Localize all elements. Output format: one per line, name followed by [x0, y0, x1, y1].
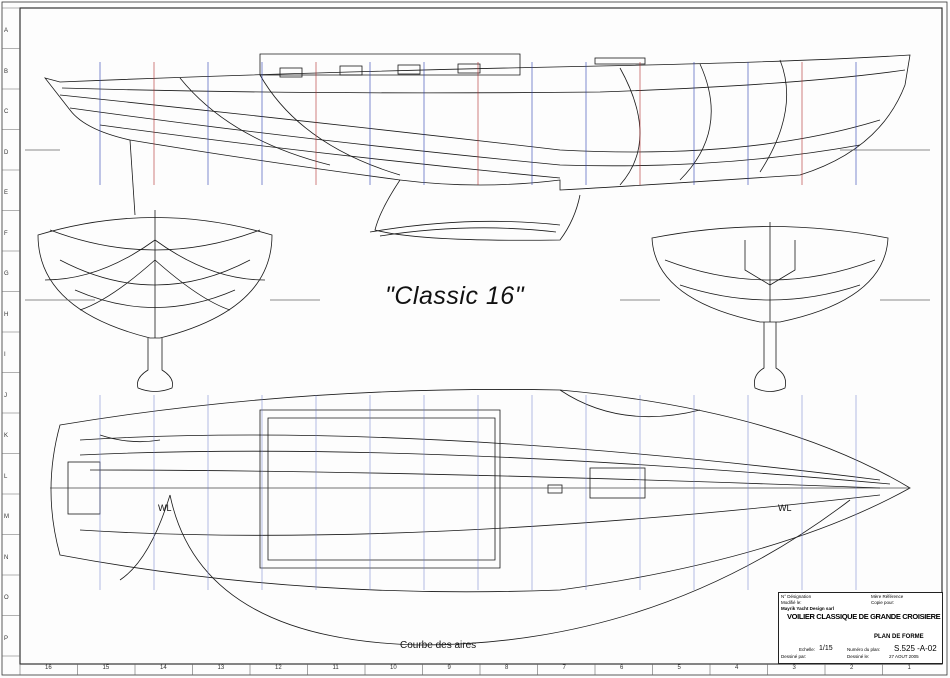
designation-header: N° Désignation: [781, 594, 812, 599]
grid-column-label: 2: [850, 665, 854, 671]
grid-row-label: H: [4, 311, 9, 318]
grid-row-label: N: [4, 554, 9, 561]
grid-column-label: 12: [275, 665, 282, 671]
copy-label: Copie pour:: [871, 600, 895, 605]
grid-column-label: 10: [390, 665, 397, 671]
plan-stations: [99, 395, 857, 590]
grid-ticks: [2, 7, 883, 675]
grid-row-label: B: [4, 68, 9, 75]
grid-row-label: K: [4, 433, 9, 439]
grid-column-label: 4: [735, 665, 739, 671]
grid-row-label: J: [4, 392, 7, 399]
drawn-by-label: Dessiné par:: [781, 654, 807, 659]
grid-column-label: 11: [332, 665, 339, 671]
title-block: N° Désignation Mère Référence Modifié le…: [778, 592, 943, 664]
grid-column-label: 13: [217, 665, 225, 671]
drawn-on-date: 27 AOUT 2005: [889, 654, 919, 659]
company-name: Mayrik Yacht Design sarl: [781, 606, 834, 611]
modified-label: Modifié le:: [781, 600, 802, 605]
grid-row-label: D: [4, 149, 9, 156]
profile-view: [25, 53, 930, 241]
body-plan-aft: [25, 210, 320, 392]
scale-value: 1/15: [819, 645, 833, 652]
reference-header: Mère Référence: [871, 594, 904, 599]
waterline-label: WL: [158, 503, 172, 513]
grid-column-label: 8: [505, 665, 509, 671]
inner-frame: [19, 7, 943, 665]
drawing-title: "Classic 16": [385, 282, 525, 310]
grid-row-label: G: [4, 271, 9, 277]
grid-row-label: P: [4, 635, 9, 642]
grid-row-label: I: [4, 352, 6, 358]
body-plan-fwd: [620, 222, 930, 392]
grid-column-label: 3: [792, 665, 796, 671]
grid-row-label: L: [4, 473, 8, 480]
grid-row-label: M: [4, 514, 9, 520]
sheet-title: PLAN DE FORME: [874, 634, 924, 640]
grid-column-label: 5: [677, 665, 681, 671]
scale-label: Echelle:: [799, 647, 816, 652]
plan-number-label: Numéro du plan:: [847, 647, 881, 652]
drawn-on-label: Dessiné le:: [847, 654, 870, 659]
grid-row-label: A: [4, 28, 9, 34]
grid-column-label: 14: [160, 665, 167, 671]
grid-column-label: 16: [45, 665, 52, 671]
grid-column-label: 9: [447, 665, 451, 671]
grid-column-label: 6: [620, 665, 624, 671]
grid-row-label: F: [4, 230, 8, 237]
grid-column-label: 7: [562, 665, 566, 671]
grid-row-label: E: [4, 190, 9, 196]
plan-number: S.525 -A-02: [894, 644, 937, 653]
plan-view: [50, 389, 911, 646]
area-curve-label: Courbe des aires: [400, 640, 477, 651]
waterline-label: WL: [778, 503, 792, 513]
grid-column-label: 15: [102, 665, 110, 671]
grid-row-label: O: [4, 595, 9, 601]
project-title: VOILIER CLASSIQUE DE GRANDE CROISIERE: [787, 612, 941, 621]
profile-stations: [99, 62, 857, 185]
grid-row-label: C: [4, 109, 9, 115]
grid-column-label: 1: [907, 665, 911, 671]
